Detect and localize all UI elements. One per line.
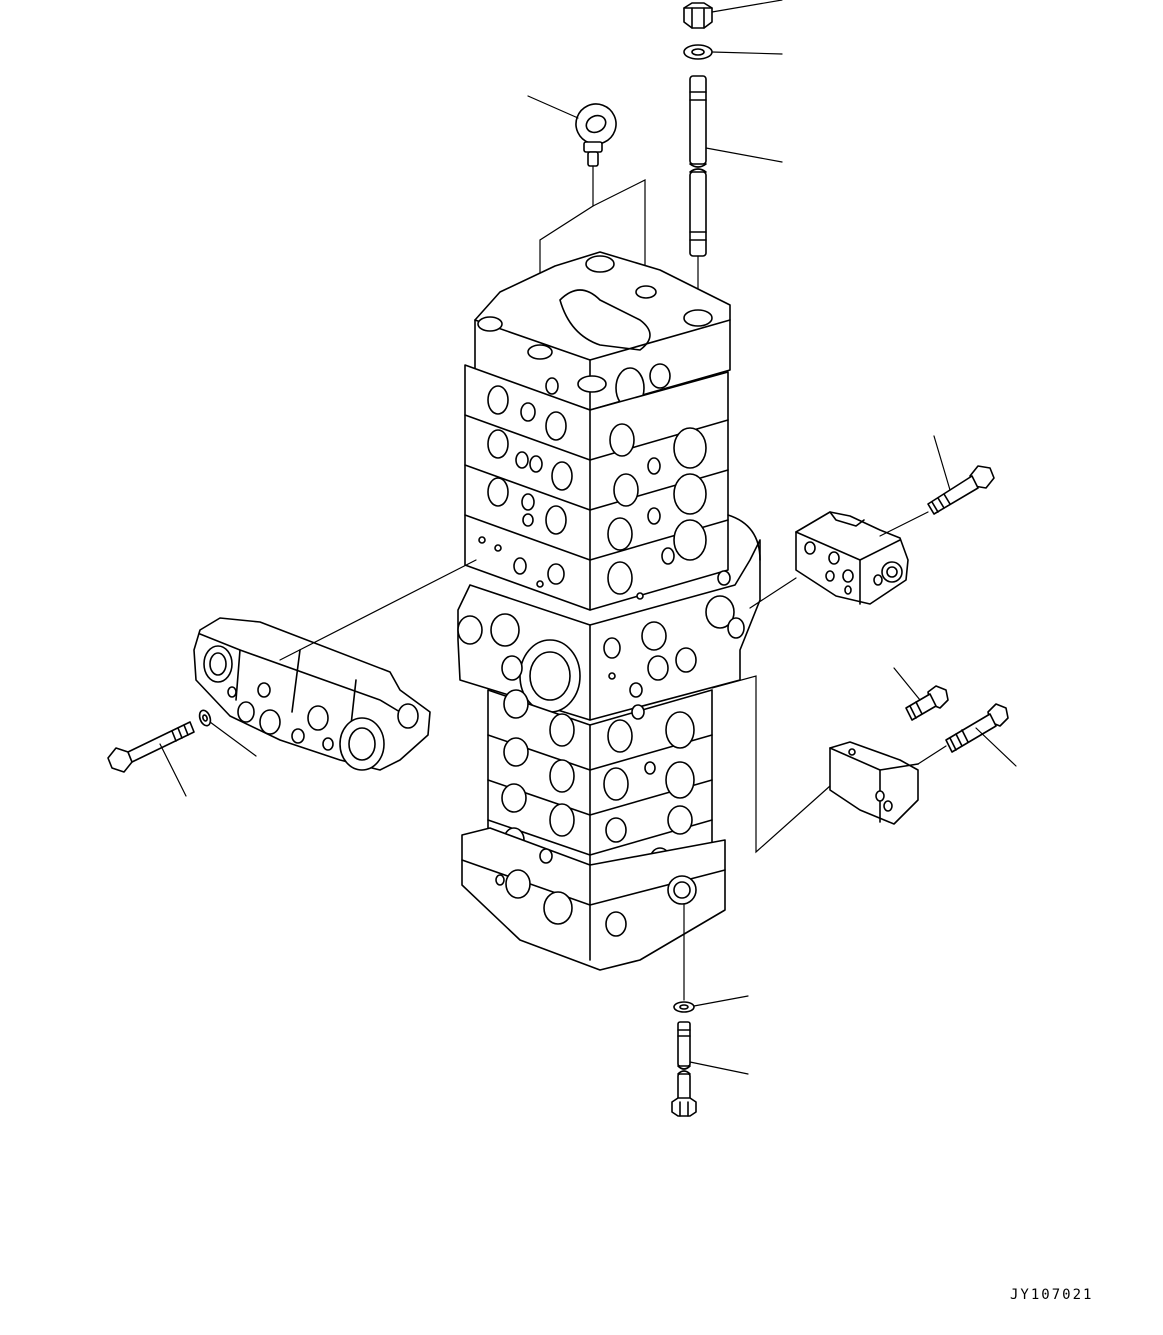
assembly-line bbox=[917, 745, 947, 765]
leader-line bbox=[933, 435, 951, 491]
assembly-line bbox=[749, 577, 797, 609]
leader-line bbox=[711, 0, 783, 13]
stud-bolt-icon bbox=[671, 1021, 697, 1117]
drawing-id-label: JY107021 bbox=[1010, 1287, 1094, 1303]
washer-icon bbox=[683, 44, 713, 60]
assembly-line bbox=[592, 179, 646, 291]
bolt-icon bbox=[905, 685, 949, 721]
washer-icon bbox=[673, 1001, 695, 1013]
small-valve-block-icon bbox=[795, 511, 909, 605]
bolt-icon bbox=[945, 703, 1009, 753]
small-cover-block-icon bbox=[829, 741, 919, 825]
nut-icon bbox=[683, 2, 713, 29]
leader-line bbox=[693, 995, 749, 1007]
control-valve-body-icon bbox=[457, 251, 761, 971]
bolt-icon bbox=[107, 721, 195, 773]
leader-line bbox=[159, 743, 187, 797]
washer-icon bbox=[198, 709, 212, 727]
leader-line bbox=[209, 721, 257, 757]
bolt-icon bbox=[927, 465, 995, 515]
leader-line bbox=[975, 727, 1017, 767]
assembly-line bbox=[279, 559, 477, 661]
eye-bolt-icon bbox=[575, 103, 617, 167]
leader-line bbox=[689, 1061, 749, 1075]
assembly-line bbox=[879, 511, 929, 537]
leader-line bbox=[527, 95, 579, 119]
leader-line bbox=[711, 51, 783, 55]
side-valve-block-icon bbox=[193, 617, 431, 771]
stud-bolt-icon bbox=[689, 75, 707, 257]
leader-line bbox=[893, 667, 921, 701]
leader-line bbox=[705, 147, 783, 163]
assembly-line bbox=[711, 675, 831, 854]
